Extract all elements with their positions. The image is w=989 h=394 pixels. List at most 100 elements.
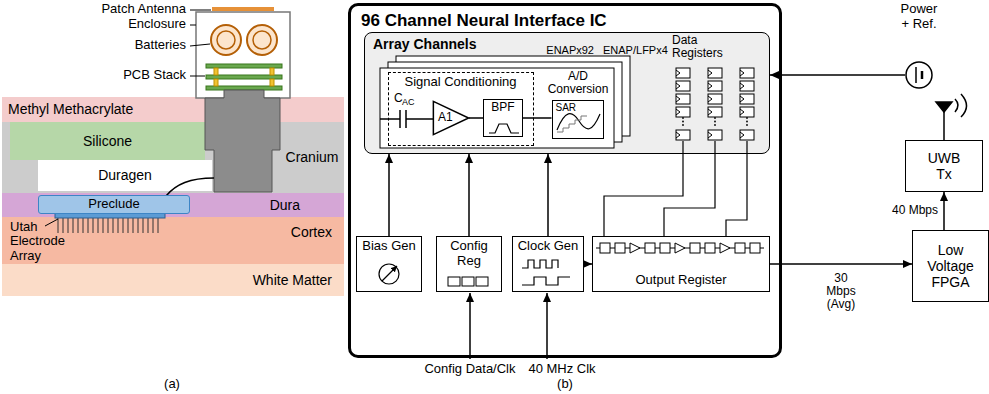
- output-register-cells: [750, 243, 760, 253]
- source-symbol: [915, 67, 917, 83]
- tissue-layer: Cranium: [280, 122, 344, 193]
- data-register-cells: [708, 70, 712, 76]
- tissue-layer: White Matter: [2, 264, 344, 296]
- data-register-cells: [676, 83, 680, 89]
- data-register-cells: [740, 132, 744, 138]
- panel-label: (a): [164, 377, 180, 391]
- source-symbol: [921, 71, 924, 79]
- bias-icon: [382, 266, 397, 281]
- data-register-cells: [746, 121, 748, 123]
- connector-pedestal: [205, 90, 280, 192]
- data-register-cells: [714, 121, 716, 123]
- data-register-cells: [740, 70, 744, 76]
- data-register-cells: [746, 124, 748, 126]
- node-text: Bias Gen: [362, 239, 415, 254]
- pcb-stack: [206, 64, 282, 68]
- signal-name: 40 MHz Clk: [528, 362, 595, 376]
- dashed-group: Signal ConditioningA1BPF: [388, 72, 534, 146]
- node-text: Methyl Methacrylate: [8, 101, 133, 117]
- node-text: Cortex: [291, 224, 332, 240]
- data-register-cells: [740, 96, 744, 102]
- process-box: Config Reg: [436, 236, 502, 292]
- data-register-cells: [676, 68, 690, 78]
- electrode-spikes: [58, 218, 158, 233]
- leader-line: [190, 10, 211, 11]
- data-register-cells: [714, 124, 716, 126]
- node-text: Array Channels: [373, 36, 476, 52]
- output-register-cells: [596, 243, 764, 253]
- node-text: A1: [438, 111, 453, 125]
- electrode-spikes: [63, 218, 64, 233]
- data-register-cells: [708, 107, 722, 117]
- data-register-cells: [676, 81, 690, 91]
- antenna-symbol: [955, 99, 958, 112]
- data-register-cells: [676, 132, 680, 138]
- data-register-cells: [740, 83, 744, 89]
- electrode-spikes: [108, 218, 109, 233]
- source-symbol: [906, 62, 932, 88]
- register-wire: [726, 141, 747, 236]
- capacitor-symbol: [405, 110, 407, 128]
- node-text: Output Register: [635, 273, 726, 288]
- config-icon: [462, 277, 474, 286]
- process-box: Low Voltage FPGA: [912, 230, 989, 302]
- config-icon: [448, 277, 460, 286]
- tissue-layer: Duragen: [38, 160, 212, 191]
- silicone-layer: [10, 122, 205, 160]
- node-text: Clock Gen: [518, 239, 579, 254]
- leader-line: [45, 219, 58, 226]
- data-register-cells: [740, 107, 754, 117]
- data-register-cells: [676, 130, 690, 140]
- channel-label: ENAP/LFPx4: [603, 44, 668, 56]
- connector: [469, 117, 483, 119]
- cortex-layer: [2, 217, 344, 264]
- electrode-spikes: [158, 218, 159, 233]
- part-label: Enclosure: [128, 17, 186, 31]
- input-arrow: [469, 293, 471, 359]
- process-box: UWB Tx: [905, 140, 983, 192]
- battery: [247, 25, 277, 55]
- node-text: Silicone: [83, 133, 132, 149]
- electrode-spikes: [103, 218, 104, 233]
- node-text: Low Voltage FPGA: [927, 242, 974, 290]
- pcb-stack: [206, 64, 282, 90]
- tissue-layer: Silicone: [10, 122, 205, 160]
- filter-icon: [489, 124, 519, 133]
- methyl-layer: [2, 97, 344, 122]
- channel-label: ENAPx92: [546, 44, 594, 56]
- data-register-cells: [714, 117, 716, 119]
- data-register-cells: [676, 68, 754, 140]
- clock-icon: [522, 260, 570, 285]
- duragen-layer: [38, 160, 212, 191]
- part-label: Patch Antenna: [101, 2, 186, 16]
- triangle-outline: [433, 101, 468, 134]
- electrode-spikes: [113, 218, 114, 233]
- patch-antenna: [212, 7, 274, 11]
- output-register-cells: [596, 248, 764, 249]
- electrode-spikes: [98, 218, 99, 233]
- pcb-stack: [206, 75, 282, 79]
- leader-line: [190, 44, 210, 46]
- node-text: Power + Ref.: [901, 2, 938, 32]
- data-register-cells: [708, 109, 712, 115]
- amplifier-triangle: A1: [433, 101, 469, 135]
- electrode-spikes: [73, 218, 74, 233]
- electrode-spikes: [118, 218, 119, 233]
- white-matter-layer: [2, 264, 344, 296]
- data-register-cells: [740, 81, 754, 91]
- pcb-stack: [206, 86, 282, 90]
- data-rate: 30 Mbps (Avg): [826, 272, 855, 312]
- data-register-cells: [708, 132, 712, 138]
- antenna-symbol: [936, 102, 952, 112]
- input-arrow: [546, 293, 548, 359]
- staircase-icon: [557, 116, 587, 132]
- connector: [523, 117, 552, 119]
- data-register-cells: [740, 130, 754, 140]
- pcb-stack: [214, 79, 218, 86]
- enclosure: [196, 12, 290, 98]
- battery: [217, 31, 235, 49]
- capacitor-symbol: [406, 118, 434, 120]
- clock-icon: [522, 260, 558, 268]
